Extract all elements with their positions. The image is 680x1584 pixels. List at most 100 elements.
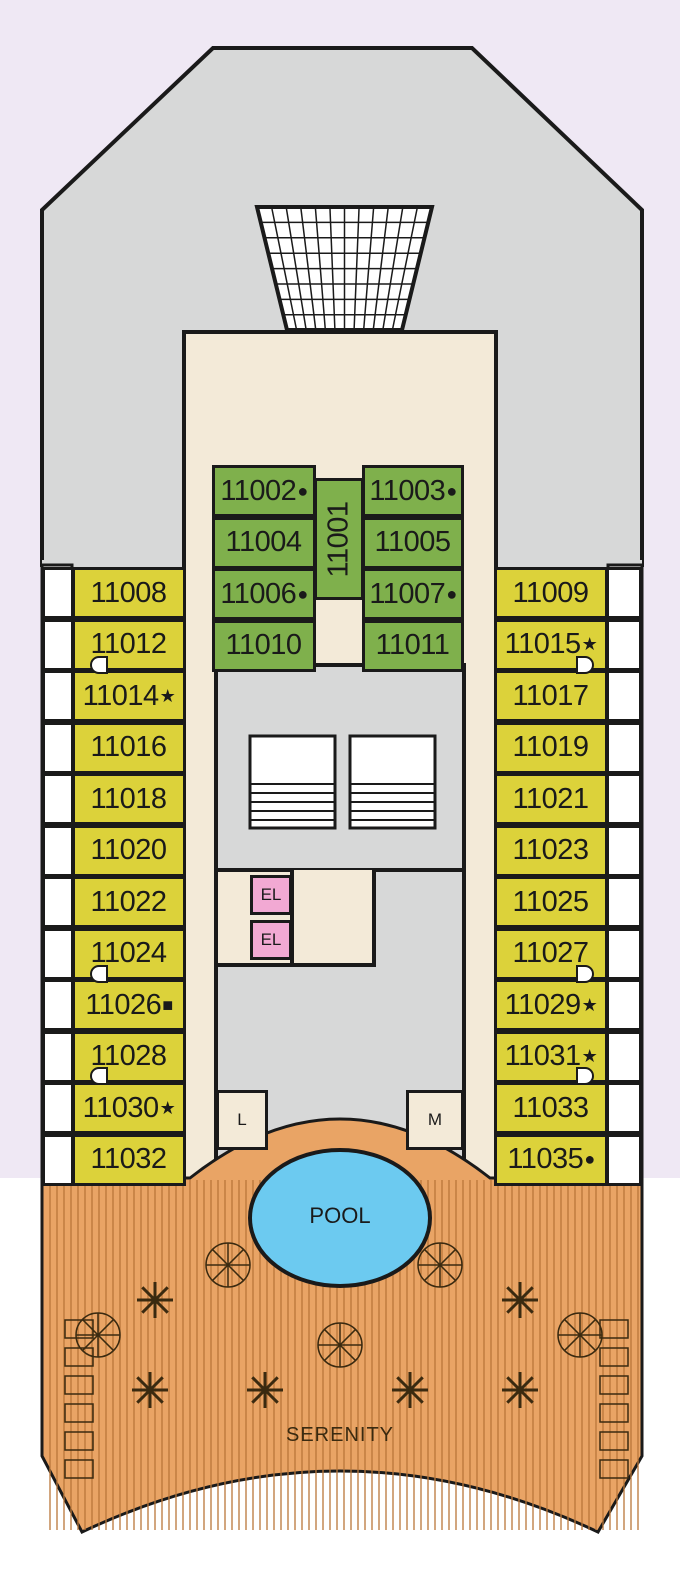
- cabin-number: 11004: [225, 526, 303, 558]
- cabin-center-left[interactable]: 11002●: [212, 465, 316, 517]
- balcony: [606, 1030, 642, 1083]
- cabin-center-right[interactable]: 11011: [362, 619, 464, 672]
- cabin-number: 11029: [504, 988, 582, 1021]
- cabin-number: 11007: [369, 577, 446, 610]
- cabin-number: 11030: [82, 1091, 160, 1124]
- lounge-chair-icon: [64, 1375, 94, 1395]
- cabin-center-left[interactable]: 11006●: [212, 568, 316, 620]
- balcony: [42, 824, 74, 877]
- cabin-left[interactable]: 11016: [72, 721, 186, 774]
- cabin-left[interactable]: 11012: [72, 618, 186, 671]
- cabin-symbol: ★: [581, 634, 598, 654]
- cabin-right[interactable]: 11025: [494, 876, 608, 928]
- cabin-number: 11015: [504, 628, 582, 660]
- cabin-right[interactable]: 11029★: [494, 979, 608, 1031]
- balcony: [606, 876, 642, 928]
- balcony: [606, 670, 642, 722]
- connecting-door-icon: [90, 1067, 108, 1085]
- cabin-center-right[interactable]: 11007●: [362, 568, 464, 620]
- lounge-chair-icon: [599, 1459, 629, 1479]
- cabin-right[interactable]: 11009: [494, 567, 608, 619]
- connecting-door-icon: [90, 656, 108, 674]
- cabin-number: 11014: [82, 679, 160, 712]
- balcony: [42, 1133, 74, 1186]
- balcony: [606, 1133, 642, 1186]
- balcony: [606, 567, 642, 619]
- cabin-symbol: ★: [159, 1097, 176, 1118]
- cabin-right[interactable]: 11021: [494, 773, 608, 825]
- cabin-symbol: ★: [581, 994, 598, 1015]
- cabin-symbol: ●: [446, 583, 457, 604]
- cabin-center-left[interactable]: 11004: [212, 516, 316, 569]
- cabin-symbol: ■: [162, 994, 173, 1015]
- cabin-left[interactable]: 11014★: [72, 670, 186, 722]
- cabin-number: 11010: [225, 629, 303, 661]
- balcony: [42, 773, 74, 825]
- cabin-left[interactable]: 11026■: [72, 979, 186, 1031]
- balcony: [42, 1030, 74, 1083]
- elevator-1[interactable]: EL: [250, 875, 292, 915]
- cabin-right[interactable]: 11033: [494, 1082, 608, 1134]
- cabin-symbol: ★: [581, 1046, 598, 1066]
- cabin-number: 11005: [374, 526, 452, 558]
- cabin-right[interactable]: 11017: [494, 670, 608, 722]
- cabin-number: 11027: [512, 937, 590, 969]
- balcony: [42, 567, 74, 619]
- cabin-number: 11035: [507, 1143, 584, 1175]
- lounge-chair-icon: [599, 1319, 629, 1339]
- cabin-symbol: ●: [297, 480, 308, 501]
- room-l: L: [216, 1090, 268, 1150]
- cabin-center-left[interactable]: 11010: [212, 619, 316, 672]
- cabin-center-right[interactable]: 11005: [362, 516, 464, 569]
- palm-tree-icon: [132, 1372, 168, 1408]
- cabin-number: 11006: [220, 577, 297, 610]
- balcony: [606, 721, 642, 774]
- balcony: [606, 773, 642, 825]
- balcony: [606, 979, 642, 1031]
- cabin-number: 11024: [90, 937, 168, 969]
- cabin-number: 11011: [375, 629, 450, 661]
- connecting-door-icon: [576, 965, 594, 983]
- cabin-number: 11009: [512, 576, 590, 609]
- cabin-number: 11012: [90, 628, 168, 660]
- cabin-left[interactable]: 11022: [72, 876, 186, 928]
- cabin-right[interactable]: 11031★: [494, 1030, 608, 1083]
- cabin-symbol: ★: [159, 685, 176, 706]
- lounge-chair-icon: [599, 1347, 629, 1367]
- cabin-right[interactable]: 11019: [494, 721, 608, 774]
- cabin-left[interactable]: 11030★: [72, 1082, 186, 1134]
- cabin-right[interactable]: 11035●: [494, 1133, 608, 1186]
- cabin-left[interactable]: 11024: [72, 927, 186, 980]
- cabin-left[interactable]: 11008: [72, 567, 186, 619]
- cabin-number: 11026: [85, 988, 162, 1021]
- cabin-number: 11031: [504, 1040, 582, 1072]
- elevator-2[interactable]: EL: [250, 920, 292, 960]
- palm-tree-icon: [137, 1282, 173, 1318]
- cabin-right[interactable]: 11015★: [494, 618, 608, 671]
- palm-tree-icon: [502, 1282, 538, 1318]
- connecting-door-icon: [90, 965, 108, 983]
- balcony: [606, 927, 642, 980]
- lounge-chair-icon: [599, 1403, 629, 1423]
- lounge-chair-icon: [64, 1459, 94, 1479]
- cabin-number: 11021: [512, 782, 590, 815]
- cabin-number: 11016: [90, 731, 168, 763]
- cabin-number: 11017: [512, 679, 590, 712]
- balcony: [42, 618, 74, 671]
- balcony: [606, 618, 642, 671]
- cabin-symbol: ●: [446, 480, 457, 501]
- cabin-left[interactable]: 11028: [72, 1030, 186, 1083]
- cabin-number: 11023: [512, 834, 590, 866]
- cabin-left[interactable]: 11018: [72, 773, 186, 825]
- cabin-right[interactable]: 11023: [494, 824, 608, 877]
- cabin-left[interactable]: 11020: [72, 824, 186, 877]
- cabin-left[interactable]: 11032: [72, 1133, 186, 1186]
- palm-tree-icon: [502, 1372, 538, 1408]
- cabin-center-right[interactable]: 11003●: [362, 465, 464, 517]
- stairs-icon: [248, 734, 437, 830]
- balcony: [42, 670, 74, 722]
- cabin-right[interactable]: 11027: [494, 927, 608, 980]
- cabin-number: 11028: [90, 1040, 168, 1072]
- cabin-11001[interactable]: 11001: [314, 478, 364, 600]
- lounge-chair-icon: [64, 1431, 94, 1451]
